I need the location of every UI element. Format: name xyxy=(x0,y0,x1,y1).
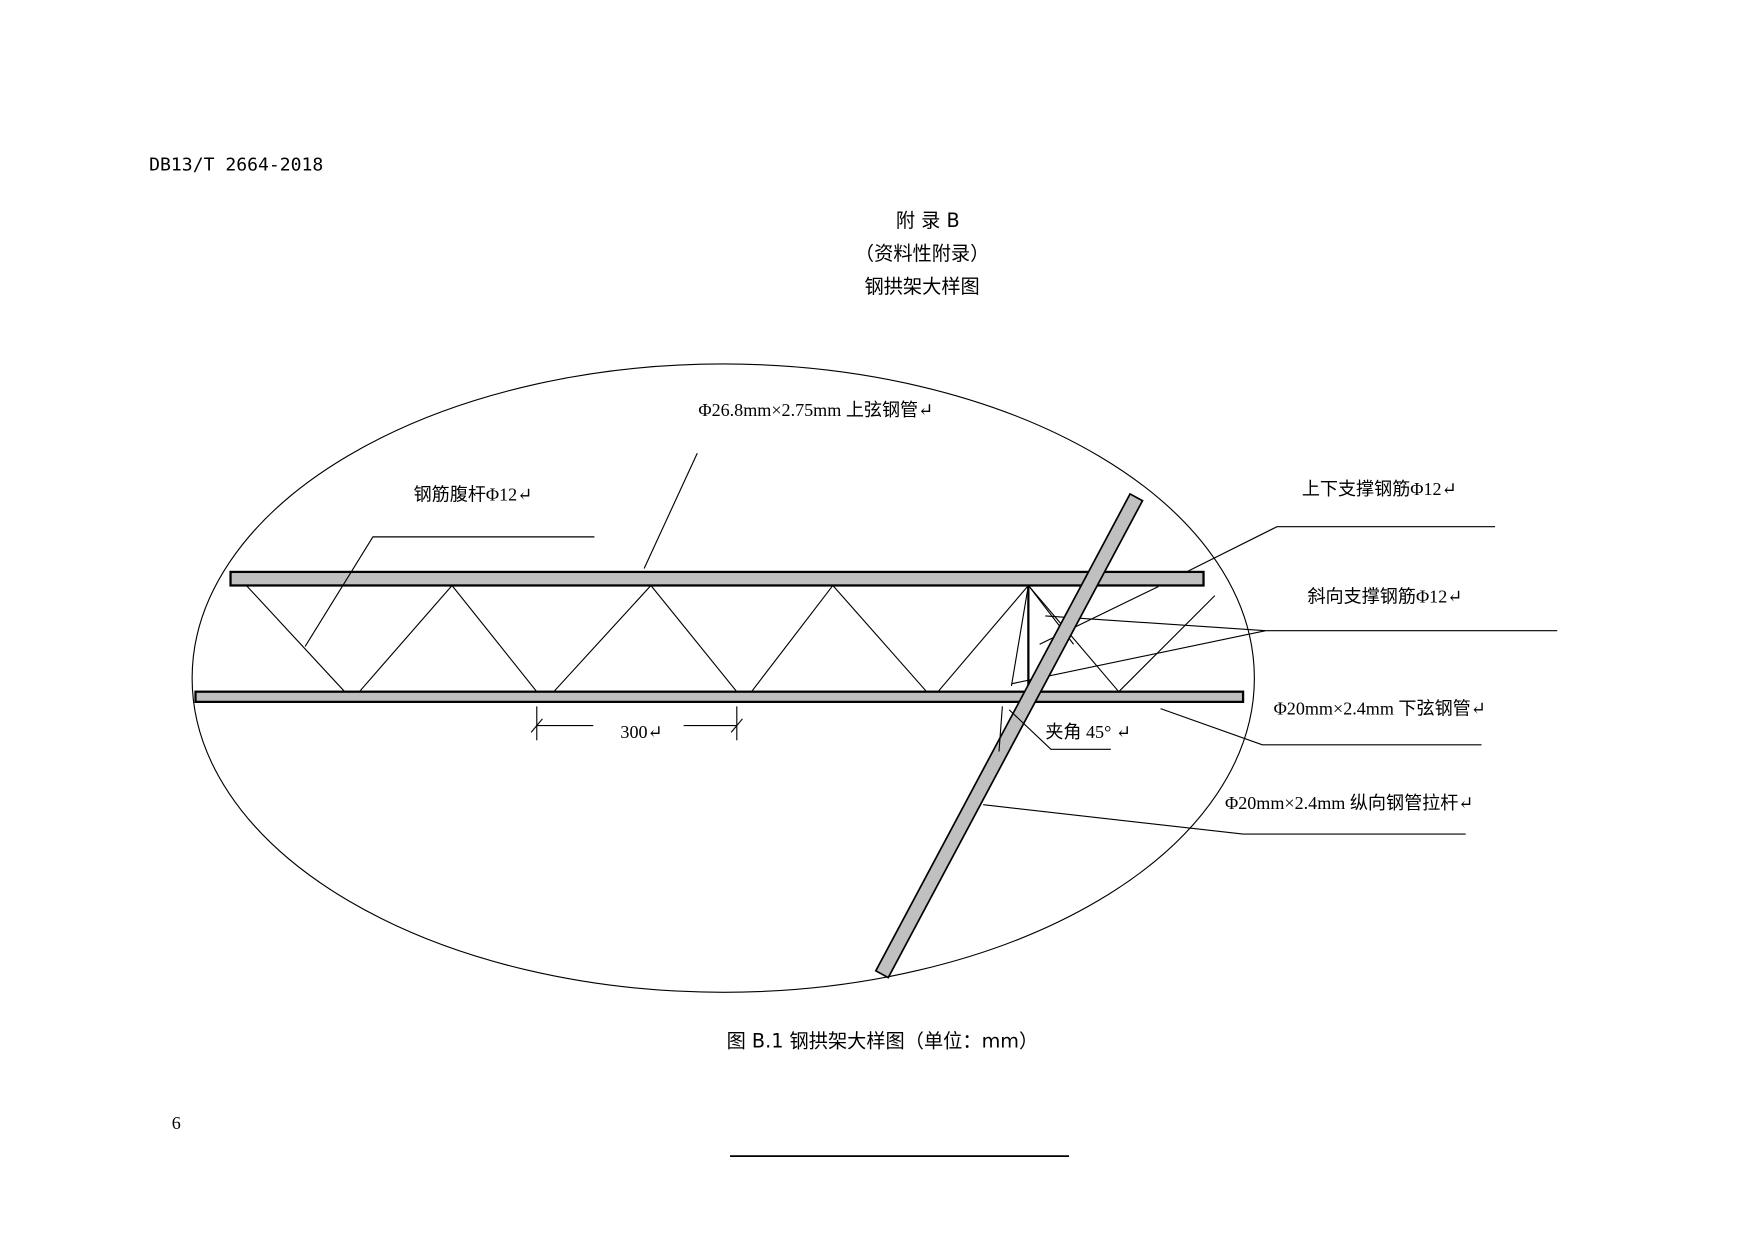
appendix-heading: 附 录 B xyxy=(896,209,960,232)
vertical-support-label: 上下支撑钢筋Φ12↵ xyxy=(1302,479,1457,499)
support-rebars xyxy=(1010,585,1266,693)
document-number: DB13/T 2664-2018 xyxy=(149,155,323,176)
appendix-type: （资料性附录） xyxy=(855,242,989,265)
top-chord-label: Φ26.8mm×2.75mm 上弦钢管↵ xyxy=(698,400,933,420)
diagonal-support-label: 斜向支撑钢筋Φ12↵ xyxy=(1307,586,1462,606)
top-chord-leader xyxy=(643,453,698,569)
angle-label: 夹角 45° ↵ xyxy=(1045,722,1131,742)
vertical-support-leader xyxy=(1186,526,1496,573)
page-number: 6 xyxy=(172,1113,181,1133)
spacing-dimension xyxy=(530,706,743,741)
detail-ellipse xyxy=(191,363,1255,993)
web-rebar-leader xyxy=(304,536,595,647)
bottom-chord-leader xyxy=(1160,708,1482,746)
spacing-label: 300↵ xyxy=(620,722,662,742)
bottom-chord-tube xyxy=(194,690,1245,703)
appendix-title: 钢拱架大样图 xyxy=(865,275,980,298)
figure-caption: 图 B.1 钢拱架大样图（单位：mm） xyxy=(727,1030,1039,1053)
angle-leader xyxy=(1008,709,1111,750)
tie-rod-label: Φ20mm×2.4mm 纵向钢管拉杆↵ xyxy=(1225,793,1473,813)
angle-mark xyxy=(998,706,1003,752)
bottom-chord-label: Φ20mm×2.4mm 下弦钢管↵ xyxy=(1274,698,1486,718)
top-chord-tube xyxy=(229,570,1205,587)
longitudinal-tie-rod xyxy=(874,492,1144,979)
web-rebar-zigzag xyxy=(245,584,1029,693)
tie-rod-leader xyxy=(983,804,1466,835)
steel-arch-detail-drawing: Φ26.8mm×2.75mm 上弦钢管↵ 钢筋腹杆Φ12↵ 上下支撑钢筋Φ12↵… xyxy=(191,363,1558,993)
web-rebar-label: 钢筋腹杆Φ12↵ xyxy=(414,485,533,505)
